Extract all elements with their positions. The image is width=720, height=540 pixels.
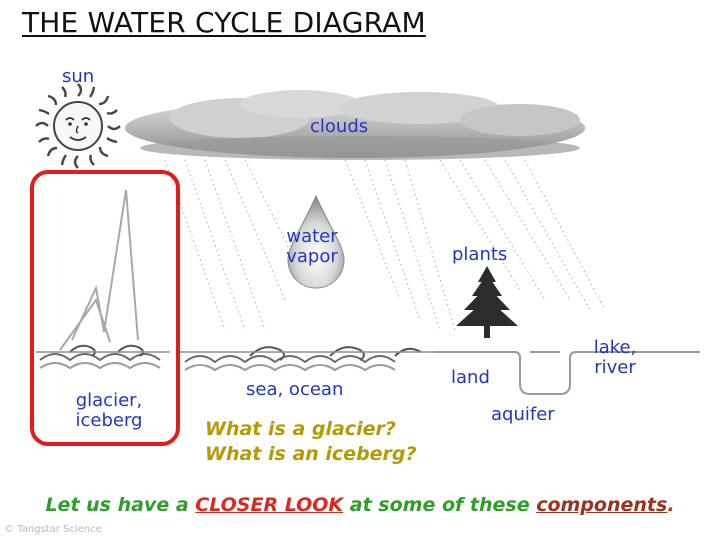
caption-end: . — [667, 494, 675, 516]
question-line1: What is a glacier? — [205, 418, 396, 440]
waves-left — [39, 344, 161, 370]
label-lake-line1: lake, — [593, 337, 637, 358]
label-glacier-line1: glacier, — [75, 390, 143, 411]
glacier-question: What is a glacier? What is an iceberg? — [205, 417, 417, 467]
land-aquifer-outline — [435, 351, 700, 395]
pine-tree-icon — [456, 266, 518, 338]
label-lake-river: lake, river — [585, 338, 645, 378]
caption-highlight: CLOSER LOOK — [195, 494, 344, 516]
label-lake-line2: river — [594, 357, 636, 378]
credit-watermark: © Tangstar Science — [4, 524, 102, 535]
label-glacier-iceberg: glacier, iceberg — [64, 391, 154, 431]
label-aquifer: aquifer — [491, 404, 555, 425]
caption-part1: Let us have a — [45, 494, 196, 516]
glacier-highlight-box — [30, 170, 180, 446]
closer-look-caption: Let us have a CLOSER LOOK at some of the… — [0, 494, 720, 516]
question-line2: What is an iceberg? — [205, 443, 417, 465]
caption-part2: at some of these — [343, 494, 537, 516]
sun-icon — [35, 83, 121, 169]
caption-components: components — [536, 494, 668, 516]
label-water-vapor-line1: water — [286, 226, 338, 247]
glacier-mountain-lines — [59, 189, 139, 351]
cloud-shape — [125, 90, 585, 160]
label-glacier-line2: iceberg — [75, 410, 143, 431]
label-land: land — [451, 367, 490, 388]
label-plants: plants — [452, 244, 508, 265]
label-water-vapor: water vapor — [282, 227, 342, 267]
label-water-vapor-line2: vapor — [286, 246, 338, 267]
label-sea-ocean: sea, ocean — [246, 379, 344, 400]
water-drop-icon — [287, 194, 345, 289]
label-clouds: clouds — [310, 116, 369, 137]
page-title: THE WATER CYCLE DIAGRAM — [22, 6, 426, 39]
waves-sea — [184, 346, 422, 372]
rain-lines — [164, 159, 606, 331]
label-sun: sun — [62, 66, 95, 87]
